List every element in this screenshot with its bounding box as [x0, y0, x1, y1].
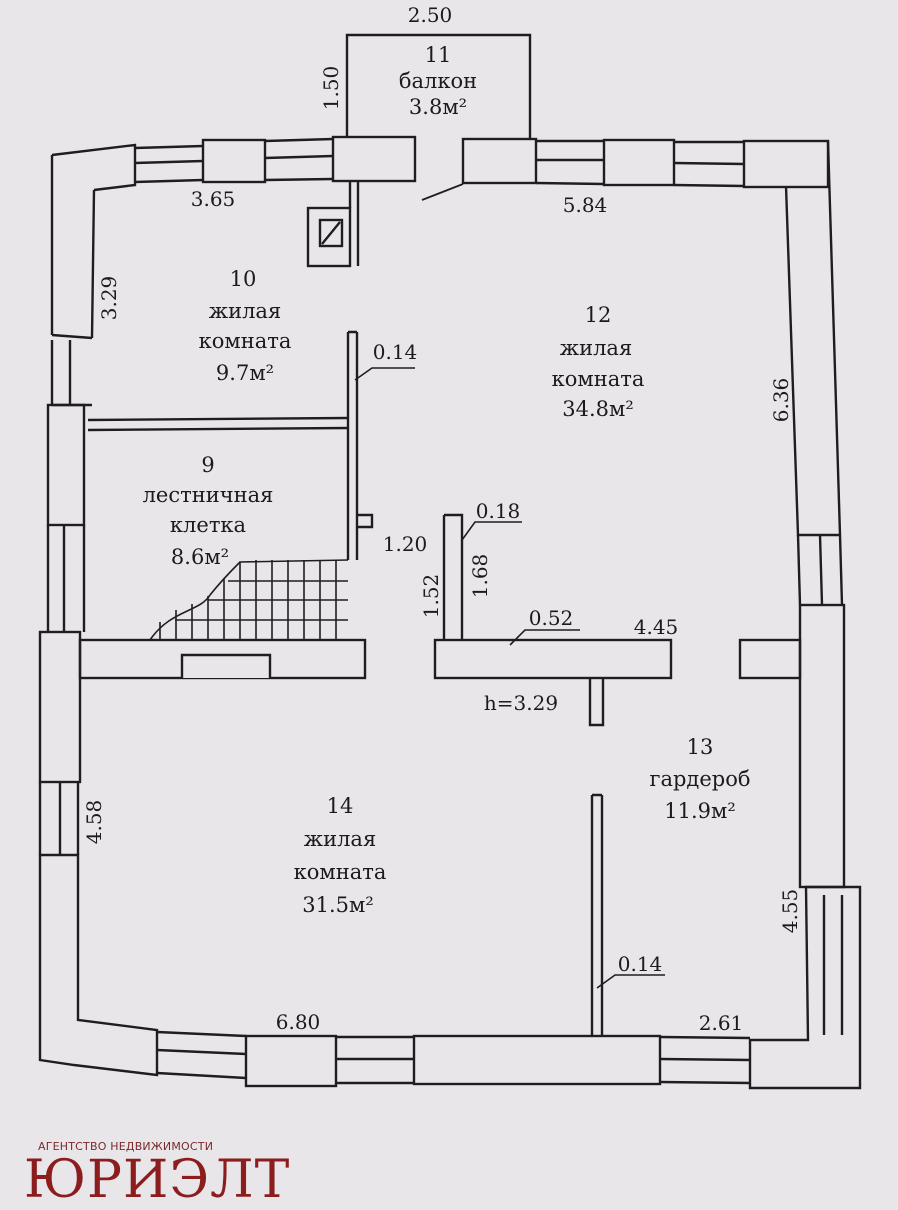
dim-wall-lower: 0.14 [618, 952, 663, 976]
room-type: комната [552, 367, 645, 391]
agency-subtitle: АГЕНТСТВО НЕДВИЖИМОСТИ [38, 1140, 214, 1153]
dim-room10-depth: 3.29 [97, 276, 121, 321]
dim-room12-width: 5.84 [563, 193, 608, 217]
room-name: балкон [399, 69, 477, 93]
room-14-label: 14 жилая комната 31.5м² [294, 794, 387, 917]
dim-room13-width: 4.45 [634, 615, 679, 639]
room-number: 11 [425, 43, 452, 67]
room-type: жилая [209, 299, 281, 323]
room-type: жилая [560, 336, 632, 360]
dim-room14-width: 6.80 [276, 1010, 321, 1034]
room-13-label: 13 гардероб 11.9м² [649, 735, 750, 823]
room-area: 11.9м² [664, 799, 736, 823]
dim-room13-depth: 4.55 [778, 889, 802, 934]
dimension-leaders [354, 367, 665, 989]
room-area: 9.7м² [216, 361, 274, 385]
room-area: 3.8м² [409, 95, 467, 119]
room-number: 14 [327, 794, 354, 818]
room-type: жилая [304, 827, 376, 851]
room-number: 10 [230, 267, 257, 291]
room-name: гардероб [649, 767, 750, 791]
room-type: комната [294, 860, 387, 884]
room-area: 8.6м² [171, 545, 229, 569]
dimension-labels: 2.50 1.50 3.65 3.29 5.84 6.36 0.14 1.20 … [82, 3, 802, 1035]
dim-wall-upper: 0.14 [373, 340, 418, 364]
dim-partition-b: 1.68 [468, 554, 492, 599]
dim-room13-bottom: 2.61 [699, 1011, 744, 1035]
dim-opening: 1.20 [383, 532, 428, 556]
dim-partition-a: 1.52 [419, 574, 443, 619]
staircase [149, 559, 349, 641]
outer-walls [38, 135, 862, 1090]
agency-name: ЮРИЭЛТ [24, 1150, 291, 1210]
dim-partition-thickness: 0.18 [476, 499, 521, 523]
room-number: 12 [585, 303, 612, 327]
balcony [345, 33, 532, 138]
room-type: клетка [170, 513, 246, 537]
room-number: 9 [201, 453, 214, 477]
room-number: 13 [687, 735, 714, 759]
dim-ceiling-height: h=3.29 [484, 691, 558, 715]
dim-room10-width: 3.65 [191, 187, 236, 211]
room-12-label: 12 жилая комната 34.8м² [552, 303, 645, 421]
dim-balcony-width: 2.50 [408, 3, 453, 27]
room-area: 34.8м² [562, 397, 634, 421]
room-9-label: 9 лестничная клетка 8.6м² [143, 453, 274, 569]
room-area: 31.5м² [302, 893, 374, 917]
room-type: лестничная [143, 483, 274, 507]
dim-room12-depth: 6.36 [769, 378, 793, 423]
room-11-label: 11 балкон 3.8м² [399, 43, 477, 119]
dim-balcony-depth: 1.50 [319, 66, 343, 111]
dim-room14-depth: 4.58 [82, 800, 106, 845]
dim-beam: 0.52 [529, 606, 574, 630]
room-10-label: 10 жилая комната 9.7м² [199, 267, 292, 385]
room-type: комната [199, 329, 292, 353]
